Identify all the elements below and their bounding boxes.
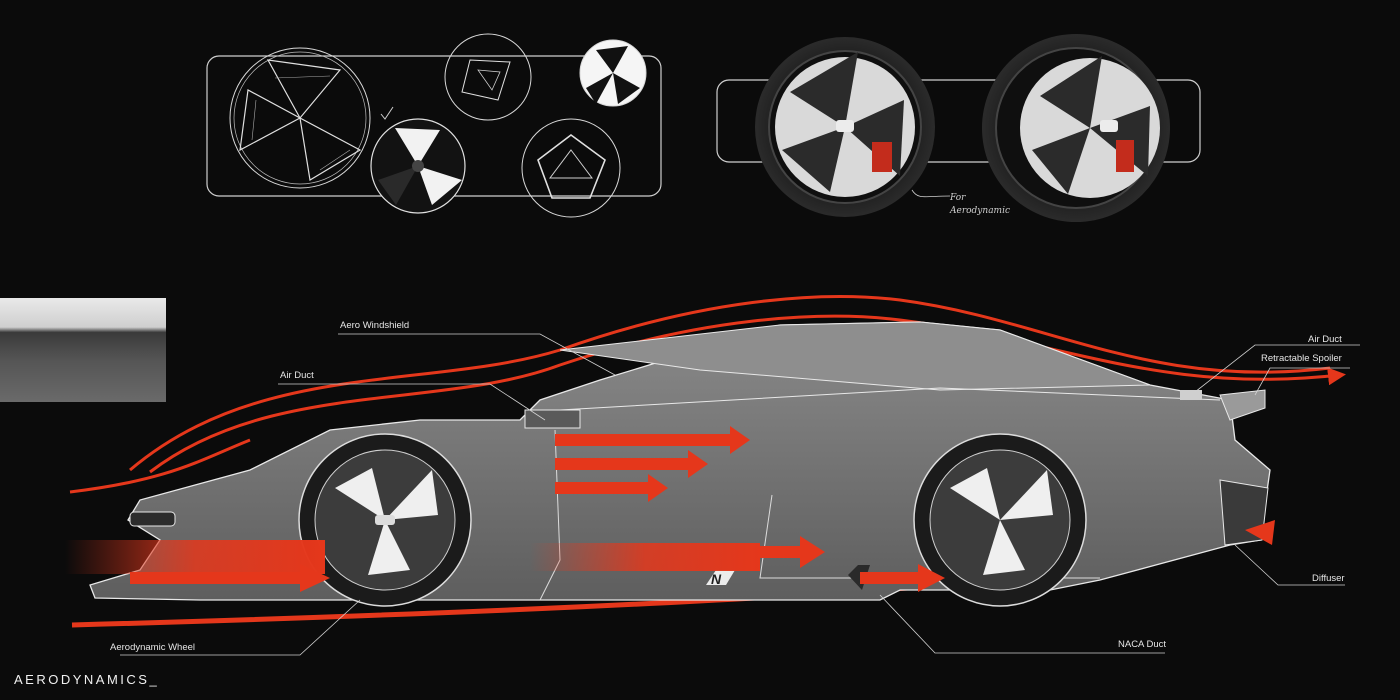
wheel-render-panel [716, 34, 1201, 222]
wheel-sketch-2 [370, 118, 466, 214]
callout-retractable-spoiler: Retractable Spoiler [1261, 353, 1342, 364]
wheel-sketch-5 [579, 39, 647, 107]
wheel-render-2 [982, 34, 1170, 222]
callout-aero-windshield: Aero Windshield [340, 320, 410, 331]
front-air-duct [524, 409, 581, 429]
airflow-arrows [130, 426, 1275, 592]
note-arrow-icon [911, 189, 951, 198]
side-badge [706, 570, 735, 585]
page-title: AERODYNAMICS_ [14, 672, 160, 687]
airflow-streak-front [65, 540, 325, 574]
rear-wheel [913, 433, 1087, 607]
check-mark-icon [380, 106, 394, 120]
headlight [129, 511, 176, 527]
badge-letter: N [711, 571, 722, 587]
wheel-sketch-3 [444, 33, 532, 121]
callout-diffuser: Diffuser [1312, 573, 1345, 584]
front-wheel [298, 433, 472, 607]
sketch-panel [206, 33, 662, 218]
airflow-streak-mid [530, 543, 760, 571]
naca-duct [848, 565, 870, 590]
rear-spoiler [1219, 389, 1266, 421]
callout-lines [120, 333, 1360, 656]
wheel-render-1 [755, 37, 935, 217]
sketch-note: For Aerodynamic [950, 193, 1011, 216]
wheel-sketch-1 [229, 47, 371, 189]
callout-air-duct-rear: Air Duct [1308, 334, 1342, 345]
rear-air-duct [1180, 390, 1202, 400]
callout-naca-duct: NACA Duct [1118, 639, 1167, 650]
callout-aerodynamic-wheel: Aerodynamic Wheel [110, 642, 196, 653]
reference-photo [0, 298, 166, 402]
wheel-sketch-4 [521, 118, 621, 218]
callout-air-duct-front: Air Duct [280, 370, 314, 381]
